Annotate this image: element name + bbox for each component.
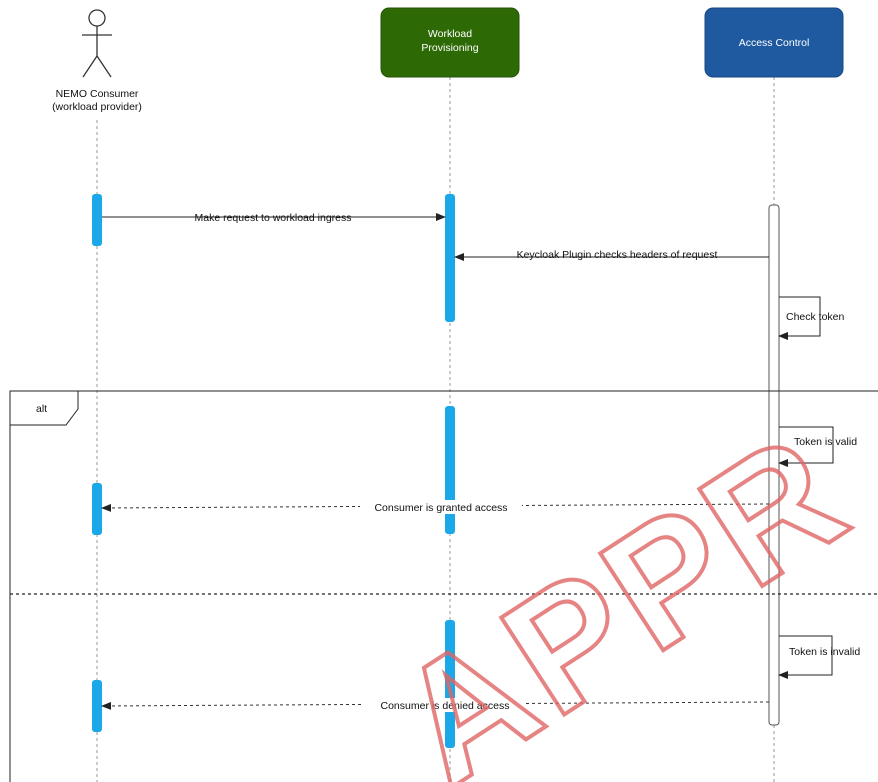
provisioning-activation-2 xyxy=(445,406,455,534)
access-control-label: Access Control xyxy=(739,37,810,49)
consumer-activation-3 xyxy=(92,680,102,732)
check-token-arrow xyxy=(778,296,821,340)
alt-fragment-operator-label: alt xyxy=(36,403,47,415)
token-valid-arrow xyxy=(778,426,834,467)
token-valid-label: Token is valid xyxy=(794,436,857,448)
provisioning-activation-3 xyxy=(445,620,455,748)
denied-label: Consumer is denied access xyxy=(381,700,510,712)
consumer-label-line1: NEMO Consumer xyxy=(56,88,139,100)
provisioning-label-line1: Workload xyxy=(428,28,472,40)
access-control-participant-box[interactable] xyxy=(704,7,844,78)
consumer-activation-1 xyxy=(92,194,102,246)
make-request-label: Make request to workload ingress xyxy=(195,212,352,224)
token-invalid-label: Token is invalid xyxy=(789,646,860,658)
keycloak-check-label: Keycloak Plugin checks headers of reques… xyxy=(517,249,718,261)
alt-fragment-operator-box xyxy=(9,390,79,426)
granted-label: Consumer is granted access xyxy=(374,502,507,514)
consumer-actor-icon[interactable] xyxy=(82,9,112,78)
consumer-activation-2 xyxy=(92,483,102,535)
check-token-label: Check token xyxy=(786,311,845,323)
provisioning-participant-box[interactable] xyxy=(380,7,520,78)
watermark-text: APPR xyxy=(365,395,878,782)
consumer-label-line2: (workload provider) xyxy=(52,101,142,113)
provisioning-label-line2: Provisioning xyxy=(421,42,478,54)
provisioning-activation-1 xyxy=(445,194,455,322)
token-invalid-arrow xyxy=(778,635,833,679)
